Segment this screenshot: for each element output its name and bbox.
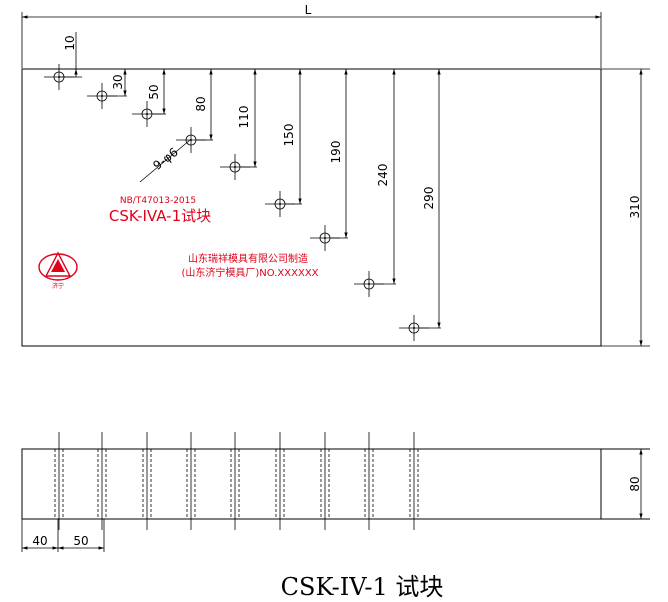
side-hole-6	[275, 432, 285, 530]
maker-line-2: (山东济宁模具厂)NO.XXXXXX	[181, 266, 318, 279]
thickness-label: 80	[628, 476, 642, 491]
maker-line-1: 山东瑞祥模具有限公司制造	[188, 252, 308, 265]
drawing-title: CSK-IV-1 试块	[281, 573, 444, 601]
depth-label-110: 110	[237, 106, 251, 129]
offset-10-dimension: 10	[58, 32, 82, 78]
depth-label-50: 50	[147, 84, 161, 99]
side-view-block	[21, 448, 602, 520]
hole-2	[87, 83, 117, 109]
hole-size-label: 9-φ6	[150, 145, 180, 173]
side-hole-9	[409, 432, 419, 530]
hole-size-callout: 9-φ6	[139, 139, 191, 183]
side-hole-5	[230, 432, 240, 530]
depth-label-150: 150	[282, 124, 296, 147]
holes-group	[44, 64, 429, 341]
depth-dim-150: 150	[282, 69, 302, 205]
side-40-label: 40	[32, 534, 47, 548]
hole-1	[44, 64, 74, 90]
side-hole-lines	[54, 432, 419, 530]
height-dimension: 310	[628, 69, 643, 346]
depth-dim-110: 110	[237, 69, 257, 168]
side-hole-4	[186, 432, 196, 530]
depth-dim-190: 190	[329, 69, 348, 239]
length-dimension: L	[21, 3, 602, 68]
depth-dim-240: 240	[375, 69, 396, 285]
front-view-block	[21, 68, 602, 347]
depth-dim-30: 30	[108, 69, 127, 97]
side-hole-3	[142, 432, 152, 530]
side-hole-1	[54, 432, 64, 530]
side-hole-8	[364, 432, 374, 530]
depth-label-190: 190	[329, 141, 343, 164]
depth-label-240: 240	[376, 164, 390, 187]
offset-10-label: 10	[63, 35, 77, 50]
thickness-dimension: 80	[628, 449, 643, 519]
company-logo-icon: 济宁	[38, 251, 78, 290]
hole-5	[220, 154, 250, 180]
depth-label-290: 290	[422, 187, 436, 210]
logo-text: 济宁	[52, 282, 64, 290]
side-hole-7	[320, 432, 330, 530]
depth-dimensions: 30 50 80 110 150 190 240 290	[108, 69, 441, 329]
depth-label-30: 30	[111, 74, 125, 89]
standard-number: NB/T47013-2015	[120, 196, 196, 206]
depth-dim-80: 80	[194, 69, 213, 141]
depth-dim-290: 290	[420, 69, 441, 329]
block-name: CSK-IVA-1试块	[109, 207, 211, 225]
height-label: 310	[628, 196, 642, 219]
depth-dim-50: 50	[147, 69, 166, 115]
depth-label-80: 80	[194, 96, 208, 111]
side-50-label: 50	[73, 534, 88, 548]
side-dimensions: 40 50	[21, 519, 105, 552]
length-label: L	[305, 3, 312, 17]
block-marking: NB/T47013-2015 CSK-IVA-1试块 山东瑞祥模具有限公司制造 …	[109, 196, 319, 279]
side-hole-2	[97, 432, 107, 530]
